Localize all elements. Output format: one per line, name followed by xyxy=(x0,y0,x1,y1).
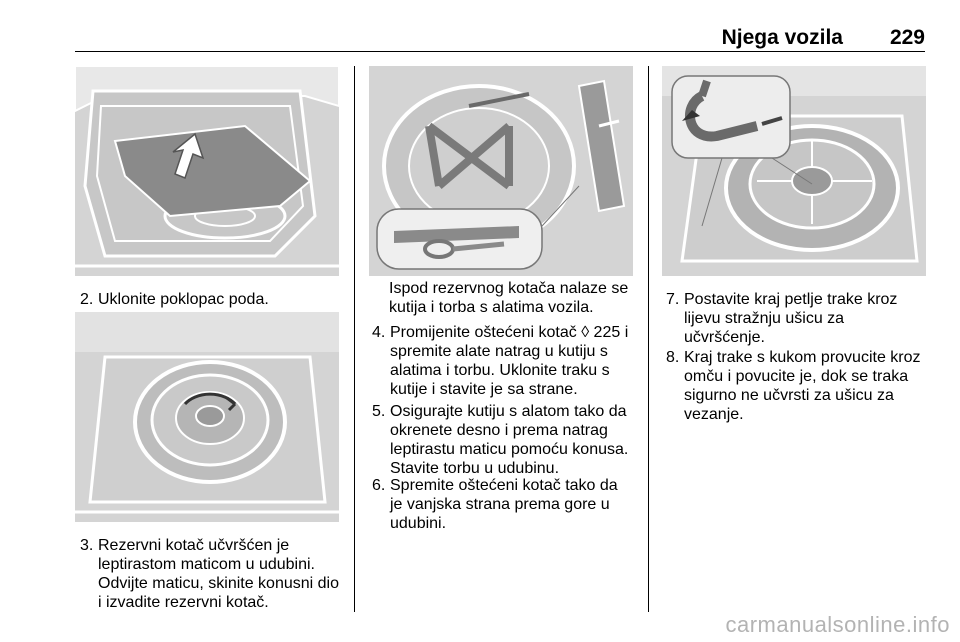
figure-spare-wheel xyxy=(75,312,339,522)
figure-tool-kit xyxy=(369,66,633,276)
step-number: 8. xyxy=(666,349,680,366)
step-number: 2. xyxy=(80,291,94,308)
step-number: 3. xyxy=(80,537,94,554)
column-divider xyxy=(354,66,355,612)
step-text: Osigurajte kutiju s alatom tako da okren… xyxy=(390,403,629,477)
header-rule xyxy=(75,51,925,52)
step-number: 7. xyxy=(666,291,680,308)
figure-floor-cover xyxy=(75,66,339,276)
step-text: Spremite oštećeni kotač tako da je vanjs… xyxy=(390,477,618,532)
step-text: Uklonite poklopac poda. xyxy=(98,291,269,308)
intro-paragraph: Ispod rezervnog kotača nalaze se kutija … xyxy=(389,280,629,316)
step-number: 4. xyxy=(372,324,386,341)
section-title: Njega vozila xyxy=(721,26,843,49)
page-number: 229 xyxy=(889,26,925,49)
watermark: carmanualsonline.info xyxy=(725,612,950,637)
step-number: 5. xyxy=(372,403,386,420)
figure-strap xyxy=(662,66,926,276)
page-header: Njega vozila 229 xyxy=(75,26,925,50)
step-text: Promijenite oštećeni kotač ◊ 225 i sprem… xyxy=(390,324,629,398)
step-text: Postavite kraj petlje trake kroz lijevu … xyxy=(684,291,898,346)
step-text: Rezervni kotač učvršćen je leptirastom m… xyxy=(98,537,339,611)
step-number: 6. xyxy=(372,477,386,494)
column-divider xyxy=(648,66,649,612)
step-text: Kraj trake s kukom provucite kroz omču i… xyxy=(684,349,921,423)
